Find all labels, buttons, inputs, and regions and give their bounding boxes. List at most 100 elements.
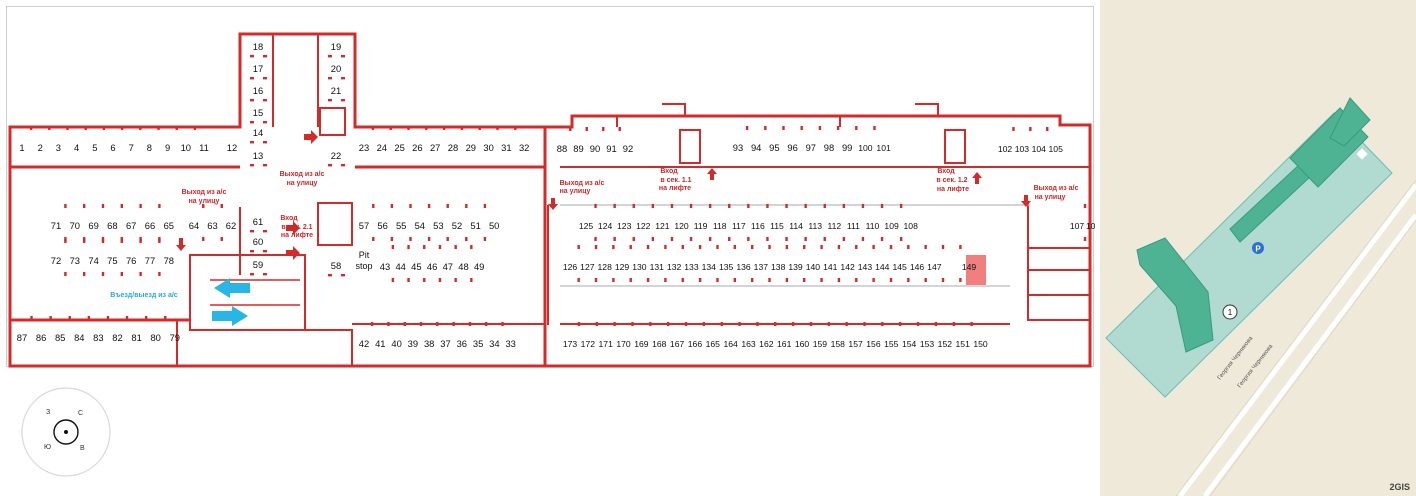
- parking-space-160[interactable]: 160: [795, 339, 810, 349]
- parking-space-69[interactable]: 69: [88, 220, 98, 231]
- parking-space-23[interactable]: 23: [359, 142, 369, 153]
- parking-space-99[interactable]: 99: [842, 142, 852, 153]
- parking-space-43[interactable]: 43: [380, 261, 390, 272]
- parking-space-70[interactable]: 70: [70, 220, 80, 231]
- parking-space-98[interactable]: 98: [824, 142, 834, 153]
- parking-space-143[interactable]: 143: [858, 262, 873, 272]
- parking-space-128[interactable]: 128: [598, 262, 613, 272]
- parking-space-1[interactable]: 1: [19, 142, 24, 153]
- parking-space-93[interactable]: 93: [733, 142, 743, 153]
- parking-space-136[interactable]: 136: [736, 262, 751, 272]
- parking-space-26[interactable]: 26: [412, 142, 422, 153]
- parking-space-57[interactable]: 57: [359, 220, 369, 231]
- parking-space-116[interactable]: 116: [751, 221, 765, 231]
- parking-space-71[interactable]: 71: [51, 220, 61, 231]
- parking-space-92[interactable]: 92: [623, 143, 633, 154]
- parking-space-22[interactable]: 22: [331, 150, 341, 161]
- parking-space-166[interactable]: 166: [688, 339, 703, 349]
- parking-space-41[interactable]: 41: [375, 338, 385, 349]
- parking-space-12[interactable]: 12: [227, 142, 237, 153]
- parking-space-47[interactable]: 47: [443, 261, 453, 272]
- parking-space-129[interactable]: 129: [615, 262, 630, 272]
- parking-space-55[interactable]: 55: [396, 220, 406, 231]
- parking-space-165[interactable]: 165: [706, 339, 721, 349]
- parking-space-59[interactable]: 59: [253, 259, 263, 270]
- parking-space-117[interactable]: 117: [732, 221, 746, 231]
- highlighted-space[interactable]: [966, 255, 986, 285]
- parking-space-130[interactable]: 130: [632, 262, 647, 272]
- parking-space-40[interactable]: 40: [391, 338, 401, 349]
- parking-space-159[interactable]: 159: [813, 339, 828, 349]
- parking-space-32[interactable]: 32: [519, 142, 529, 153]
- parking-space-100[interactable]: 100: [858, 143, 873, 153]
- parking-space-17[interactable]: 17: [253, 63, 263, 74]
- parking-space-20[interactable]: 20: [331, 63, 341, 74]
- parking-space-48[interactable]: 48: [458, 261, 468, 272]
- parking-space-107[interactable]: 107: [1070, 221, 1085, 231]
- parking-space-168[interactable]: 168: [652, 339, 667, 349]
- parking-space-80[interactable]: 80: [150, 332, 160, 343]
- parking-space-152[interactable]: 152: [938, 339, 953, 349]
- parking-space-127[interactable]: 127: [580, 262, 595, 272]
- parking-space-91[interactable]: 91: [606, 143, 616, 154]
- parking-space-122[interactable]: 122: [636, 221, 651, 231]
- parking-space-60[interactable]: 60: [253, 236, 263, 247]
- parking-space-27[interactable]: 27: [430, 142, 440, 153]
- parking-space-31[interactable]: 31: [501, 142, 511, 153]
- parking-space-131[interactable]: 131: [650, 262, 665, 272]
- parking-space-9[interactable]: 9: [165, 142, 170, 153]
- parking-space-132[interactable]: 132: [667, 262, 682, 272]
- parking-space-6[interactable]: 6: [110, 142, 115, 153]
- parking-space-101[interactable]: 101: [876, 143, 891, 153]
- parking-space-153[interactable]: 153: [920, 339, 935, 349]
- parking-space-49[interactable]: 49: [474, 261, 484, 272]
- parking-space-114[interactable]: 114: [789, 221, 803, 231]
- parking-space-37[interactable]: 37: [440, 338, 450, 349]
- parking-space-29[interactable]: 29: [466, 142, 476, 153]
- parking-space-24[interactable]: 24: [377, 142, 387, 153]
- parking-space-102[interactable]: 102: [998, 144, 1013, 154]
- parking-space-151[interactable]: 151: [956, 339, 971, 349]
- parking-space-15[interactable]: 15: [253, 107, 263, 118]
- parking-icon[interactable]: [1252, 242, 1264, 254]
- parking-space-139[interactable]: 139: [788, 262, 803, 272]
- parking-space-58[interactable]: 58: [331, 260, 341, 271]
- parking-space-123[interactable]: 123: [617, 221, 632, 231]
- parking-space-87[interactable]: 87: [17, 332, 27, 343]
- parking-space-39[interactable]: 39: [408, 338, 418, 349]
- site-map[interactable]: P 1 Георгия Черникова Георгия Черникова: [1100, 0, 1416, 496]
- parking-space-109[interactable]: 109: [884, 221, 899, 231]
- parking-space-154[interactable]: 154: [902, 339, 917, 349]
- parking-space-65[interactable]: 65: [164, 220, 174, 231]
- parking-space-75[interactable]: 75: [107, 255, 117, 266]
- parking-space-90[interactable]: 90: [590, 143, 600, 154]
- parking-space-5[interactable]: 5: [92, 142, 97, 153]
- parking-space-126[interactable]: 126: [563, 262, 578, 272]
- parking-space-14[interactable]: 14: [253, 127, 263, 138]
- parking-space-134[interactable]: 134: [702, 262, 717, 272]
- parking-space-76[interactable]: 76: [126, 255, 136, 266]
- parking-space-67[interactable]: 67: [126, 220, 136, 231]
- parking-space-110[interactable]: 110: [866, 221, 880, 231]
- parking-space-115[interactable]: 115: [770, 221, 784, 231]
- parking-space-21[interactable]: 21: [331, 85, 341, 96]
- parking-space-11[interactable]: 11: [199, 142, 209, 153]
- parking-space-25[interactable]: 25: [394, 142, 404, 153]
- parking-space-157[interactable]: 157: [848, 339, 863, 349]
- parking-space-172[interactable]: 172: [581, 339, 596, 349]
- parking-space-54[interactable]: 54: [415, 220, 425, 231]
- parking-space-63[interactable]: 63: [207, 220, 217, 231]
- parking-space-46[interactable]: 46: [427, 261, 437, 272]
- parking-space-81[interactable]: 81: [131, 332, 141, 343]
- parking-space-45[interactable]: 45: [411, 261, 421, 272]
- parking-space-125[interactable]: 125: [579, 221, 594, 231]
- parking-space-53[interactable]: 53: [433, 220, 443, 231]
- parking-space-16[interactable]: 16: [253, 85, 263, 96]
- parking-space-113[interactable]: 113: [808, 221, 822, 231]
- parking-space-164[interactable]: 164: [723, 339, 738, 349]
- parking-space-145[interactable]: 145: [892, 262, 907, 272]
- parking-space-19[interactable]: 19: [331, 41, 341, 52]
- parking-space-137[interactable]: 137: [754, 262, 769, 272]
- parking-space-104[interactable]: 104: [1032, 144, 1047, 154]
- parking-space-158[interactable]: 158: [831, 339, 846, 349]
